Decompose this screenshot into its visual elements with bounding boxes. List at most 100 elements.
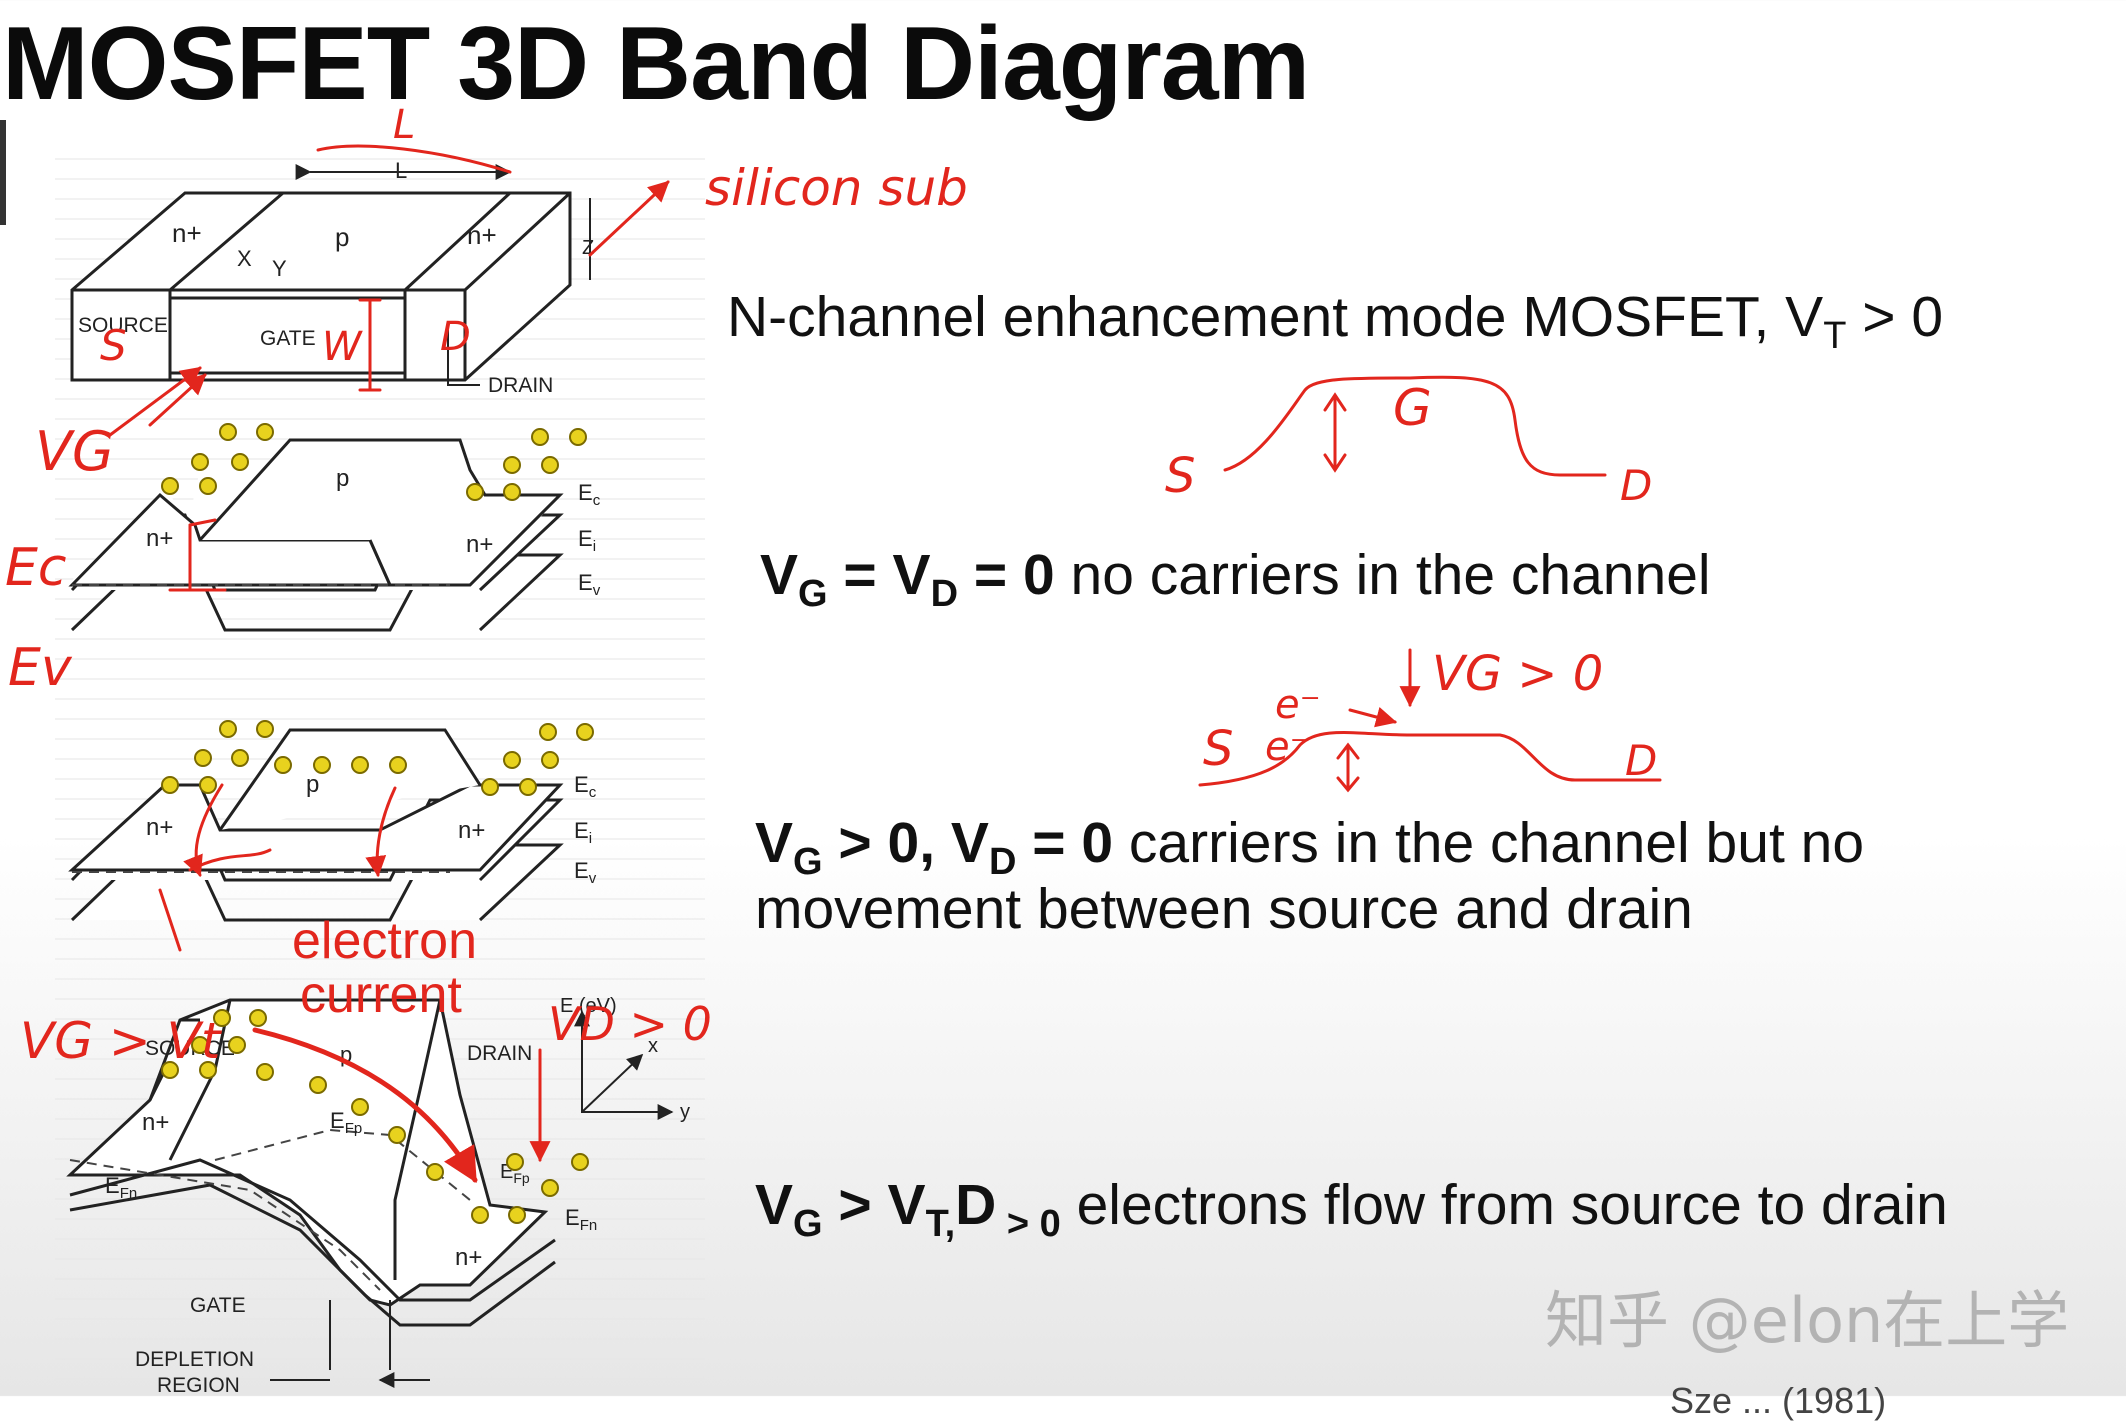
watermark: 知乎 @elon在上学 <box>1545 1284 2070 1357</box>
red-annotations <box>108 144 1662 1184</box>
case1-f0: V <box>760 543 799 607</box>
band3-electrons <box>161 1009 589 1224</box>
band1-n-left: n+ <box>146 525 173 552</box>
band1-electrons <box>161 423 587 501</box>
case1-f4: = 0 <box>958 543 1055 607</box>
depletion-guides <box>329 1300 391 1370</box>
device-p: p <box>335 222 349 252</box>
case2-f0: V <box>755 811 794 875</box>
label-source: SOURCE <box>78 314 168 337</box>
band3-dashed-1 <box>69 1159 381 1291</box>
band2-n-left: n+ <box>146 814 173 841</box>
dim-l: L <box>395 158 407 183</box>
case3-desc: electrons flow from source to drain <box>1060 1173 1948 1237</box>
case1-f2: = V <box>827 543 931 607</box>
sketch2-d: D <box>1625 736 1657 785</box>
anno-vd: VD > 0 <box>548 997 712 1051</box>
label-drain: DRAIN <box>488 374 553 397</box>
device-n-right: n+ <box>467 220 497 250</box>
intro-sub: T <box>1823 315 1847 357</box>
red-annotation-text: silicon sub L S W D VG Ec Ev S G D S e⁻ … <box>5 102 1657 1070</box>
band3-n-left: n+ <box>142 1109 169 1136</box>
anno-w: W <box>322 324 363 370</box>
band2-p: p <box>306 771 319 798</box>
case-2-line2: movement between source and drain <box>755 877 1693 941</box>
case-2: VG > 0, VD = 0 carriers in the channel b… <box>755 810 1865 881</box>
sketch1-s: S <box>1165 448 1195 504</box>
intro-text: N-channel enhancement mode MOSFET, V <box>727 285 1824 349</box>
case1-f3: D <box>930 573 959 615</box>
left-edge-bar <box>0 120 6 225</box>
case2-f1: G <box>793 841 823 883</box>
sketch2-e2: e⁻ <box>1265 724 1311 770</box>
band3-efn-left: EFn <box>105 1173 137 1202</box>
band1-ev: Ev <box>578 570 601 599</box>
band3-efn-right: EFn <box>565 1205 597 1234</box>
case-3: VG > VT,D > 0 electrons flow from source… <box>755 1172 1948 1243</box>
drain-leader <box>447 330 480 386</box>
label-gate: GATE <box>260 327 316 350</box>
anno-silicon-sub: silicon sub <box>705 159 968 217</box>
band2-electrons <box>161 720 594 796</box>
case3-f6: > 0 <box>996 1203 1061 1245</box>
intro-line: N-channel enhancement mode MOSFET, VT > … <box>727 284 1944 355</box>
sketch2-e1: e⁻ <box>1275 682 1321 728</box>
sketch2-s: S <box>1203 721 1233 777</box>
band1-ec: Ec <box>578 480 601 509</box>
case3-f2: > V <box>822 1173 926 1237</box>
intro-rest: > 0 <box>1846 285 1944 349</box>
axis-z: Z <box>582 237 594 259</box>
band3-axis-y: y <box>680 1101 690 1123</box>
band3-depletion-1: DEPLETION <box>135 1348 254 1371</box>
case3-f3: T, <box>925 1203 956 1245</box>
sketch2-vg: VG > 0 <box>1432 646 1603 702</box>
device-block <box>70 191 572 382</box>
axis-x: X <box>237 246 252 271</box>
band3-depletion-2: REGION <box>157 1374 240 1396</box>
band2-ev: Ev <box>574 858 597 887</box>
sketch1-d: D <box>1620 461 1652 510</box>
case3-f0: V <box>755 1173 794 1237</box>
axis-x-arrow <box>581 1053 644 1113</box>
band1-labels: p n+ n+ Ec Ei Ev <box>146 465 601 599</box>
anno-current: current <box>300 966 462 1024</box>
anno-vg: VG <box>35 420 114 483</box>
band2-ei: Ei <box>574 818 592 847</box>
anno-s: S <box>100 321 127 370</box>
case2-f3: D <box>988 841 1017 883</box>
band-diagram-1 <box>68 438 564 632</box>
case2-f2: > 0, V <box>822 811 989 875</box>
band3-drain: DRAIN <box>467 1042 532 1065</box>
band1-ei: Ei <box>578 526 596 555</box>
band2-n-right: n+ <box>458 817 485 844</box>
case3-f1: G <box>793 1203 823 1245</box>
anno-vg-vt: VG > Vt <box>20 1012 223 1070</box>
device-n-left: n+ <box>172 218 202 248</box>
sketch1-g: G <box>1393 379 1432 437</box>
band3-efp: EFp <box>330 1108 362 1137</box>
band3-axis-x: x <box>648 1035 658 1057</box>
band2-ec: Ec <box>574 772 597 801</box>
band3-labels: SOURCE DRAIN p n+ n+ EFn EFp EFp EFn GAT… <box>105 995 690 1396</box>
case2-f4: = 0 <box>1016 811 1114 875</box>
axis-y: Y <box>272 256 287 281</box>
band1-p: p <box>336 465 349 492</box>
band3-source: SOURCE <box>145 1037 235 1060</box>
band3-gate: GATE <box>190 1294 246 1317</box>
anno-l: L <box>393 102 415 148</box>
anno-d: D <box>440 314 471 360</box>
band1-n-right: n+ <box>466 531 493 558</box>
device-labels: n+ p n+ X Y Z L SOURCE GATE DRAIN <box>78 158 594 397</box>
anno-electron: electron <box>292 912 477 970</box>
case2-desc: carriers in the channel but no <box>1113 811 1865 875</box>
band3-n-right: n+ <box>455 1244 482 1271</box>
anno-ec: Ec <box>5 538 66 598</box>
page-title: MOSFET 3D Band Diagram <box>2 6 1310 122</box>
case3-f5: D <box>955 1173 997 1237</box>
case1-f1: G <box>798 573 828 615</box>
case-1: VG = VD = 0 no carriers in the channel <box>760 542 1711 613</box>
anno-ev: Ev <box>8 638 73 698</box>
band2-labels: p n+ n+ Ec Ei Ev <box>146 771 597 887</box>
